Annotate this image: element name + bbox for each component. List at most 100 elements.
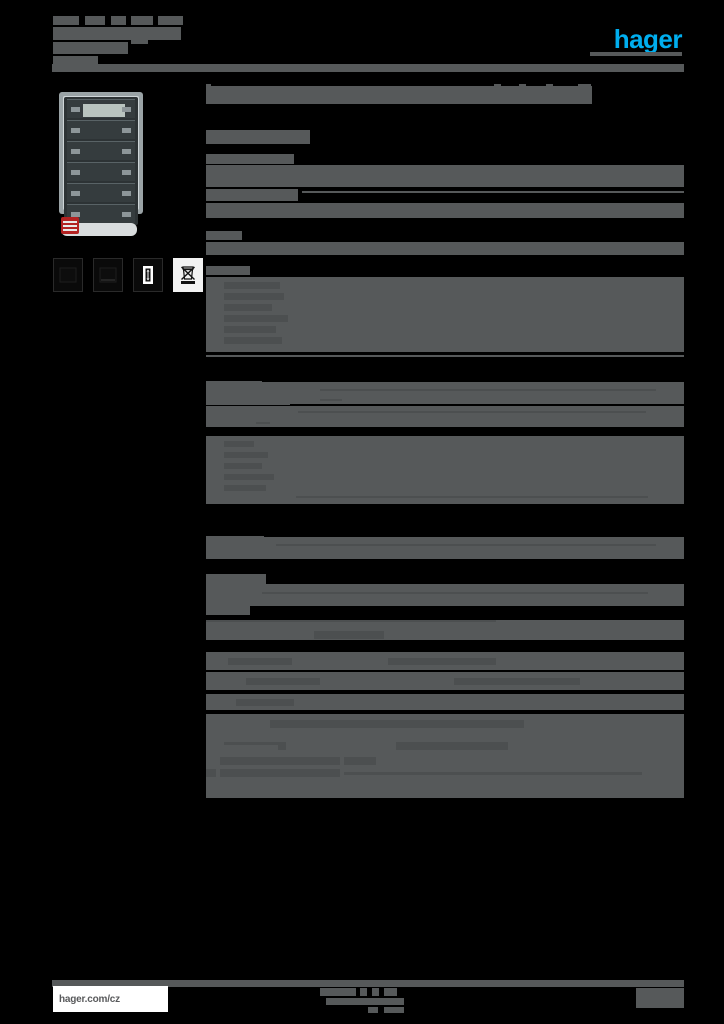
row-subvalue: [224, 326, 276, 333]
row-subvalue: [224, 441, 254, 447]
row-label: [206, 574, 266, 584]
product-display: [83, 104, 125, 117]
product-led-left: [71, 212, 80, 217]
document-title: [206, 86, 592, 104]
footer-text-fragment: [368, 1007, 378, 1013]
footer-text-fragment: [372, 988, 379, 996]
row-value-block: [206, 203, 684, 218]
product-led-right: [122, 170, 131, 175]
product-led-right: [122, 107, 131, 112]
row-subvalue: [454, 678, 580, 685]
product-led-left: [71, 107, 80, 112]
footer-text-fragment: [360, 988, 367, 996]
row-value-block: [206, 436, 684, 504]
product-button-row: [67, 204, 135, 223]
product-led-right: [122, 149, 131, 154]
product-button-row: [67, 141, 135, 160]
product-body: [64, 97, 138, 225]
row-subvalue: [236, 699, 294, 706]
row-value-block: [206, 694, 684, 710]
row-label: [206, 154, 294, 164]
footer-url-text: hager.com/cz: [59, 993, 120, 1005]
row-subvalue: [224, 485, 266, 491]
section-subvalue: [344, 757, 376, 765]
product-accessory-tool: [61, 217, 137, 236]
pictogram-2[interactable]: [93, 258, 123, 292]
product-button-row: [67, 183, 135, 202]
product-led-left: [71, 170, 80, 175]
row-leader: [206, 620, 496, 622]
product-led-left: [71, 149, 80, 154]
title-mark: [546, 84, 553, 90]
row-leader: [262, 592, 648, 594]
footer-text-fragment: [326, 998, 404, 1005]
header-divider: [52, 64, 684, 72]
hager-logo: hager: [613, 24, 683, 54]
row-leader: [320, 399, 342, 401]
row-subvalue: [314, 631, 384, 639]
footer-text-fragment: [384, 1007, 404, 1013]
header-title-line: [53, 27, 181, 40]
dimension-pictogram[interactable]: [133, 258, 163, 292]
row-value-block: [206, 584, 684, 606]
row-subvalue: [396, 742, 508, 750]
row-leader: [302, 191, 684, 193]
row-value-block: [206, 165, 684, 187]
specification-table: [206, 84, 684, 798]
row-subvalue: [224, 474, 274, 480]
footer-url-badge[interactable]: hager.com/cz: [53, 986, 168, 1012]
row-subvalue: [224, 315, 288, 322]
section-heading: [206, 745, 278, 755]
header-subtitle-fragment: [131, 36, 148, 44]
pictogram-strip: [53, 258, 203, 294]
pictogram-1-icon: [54, 259, 82, 291]
row-label: [206, 231, 242, 240]
product-led-right: [122, 212, 131, 217]
header-title-fragment: [53, 16, 79, 25]
row-gap: [206, 352, 684, 355]
title-mark: [206, 84, 211, 90]
footer-text-fragment: [384, 988, 397, 996]
section-leader: [344, 772, 642, 775]
document-subtitle: [206, 130, 310, 144]
row-subvalue: [224, 463, 262, 469]
header-subtitle-line: [53, 42, 128, 54]
header-reference: [53, 56, 98, 66]
row-label: [206, 396, 290, 405]
row-leader: [344, 247, 646, 249]
product-led-left: [71, 128, 80, 133]
header-title-fragment: [111, 16, 126, 25]
footer-page-number: [636, 988, 684, 1008]
row-subvalue: [270, 720, 524, 728]
dimension-pictogram-icon: [134, 259, 162, 291]
row-subvalue: [224, 337, 282, 344]
footer-center-text: [320, 988, 440, 1013]
product-button-row: [67, 162, 135, 181]
section-divider: [206, 733, 684, 742]
row-leader: [296, 496, 648, 498]
row-subvalue: [224, 293, 284, 300]
row-label: [206, 189, 298, 201]
title-mark: [519, 84, 526, 90]
title-mark: [578, 84, 591, 90]
footer-divider: [52, 980, 684, 987]
product-button-row: [67, 120, 135, 139]
section-subvalue: [220, 757, 340, 765]
section-subvalue: [206, 769, 216, 777]
weee-crossed-out-bin[interactable]: [173, 258, 203, 292]
row-leader: [276, 544, 656, 546]
row-subvalue: [388, 658, 496, 665]
row-subvalue: [228, 658, 292, 665]
row-subvalue: [224, 304, 272, 311]
row-value-block: [206, 537, 684, 559]
row-value-block: [206, 672, 684, 690]
product-led-right: [122, 191, 131, 196]
row-subvalue: [246, 678, 320, 685]
row-label: [206, 606, 250, 615]
row-value-block: [206, 382, 684, 404]
pictogram-1[interactable]: [53, 258, 83, 292]
product-led-right: [122, 128, 131, 133]
header-title-fragment: [85, 16, 105, 25]
row-subvalue: [224, 282, 280, 289]
